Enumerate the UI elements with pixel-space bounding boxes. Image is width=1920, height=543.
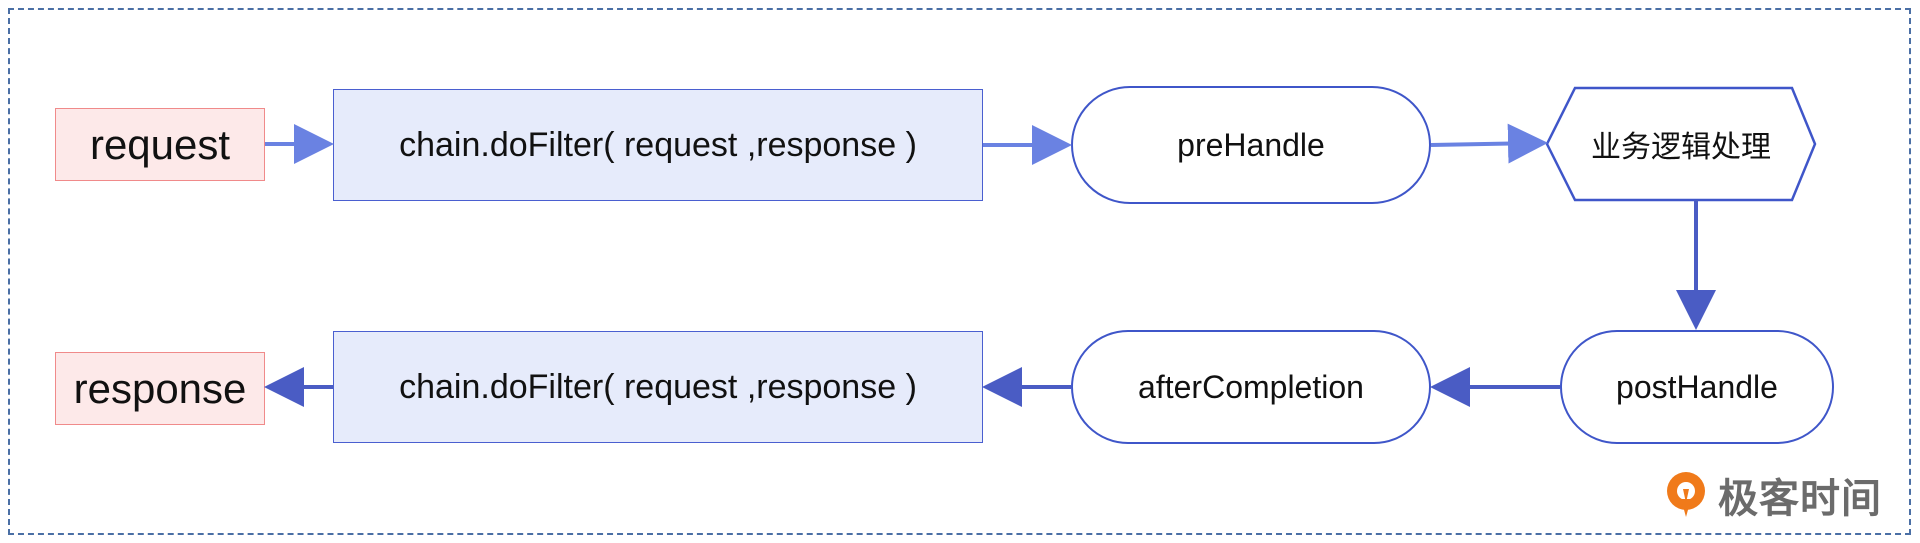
filter-node-top: chain.doFilter( request ,response ) (333, 89, 983, 201)
geektime-logo-icon (1667, 472, 1705, 517)
aftercompletion-node: afterCompletion (1071, 330, 1431, 444)
diagram-frame (8, 8, 1911, 535)
filter-node-bottom: chain.doFilter( request ,response ) (333, 331, 983, 443)
posthandle-node: postHandle (1560, 330, 1834, 444)
business-logic-label: 业务逻辑处理 (1591, 130, 1771, 165)
request-node: request (55, 108, 265, 181)
response-node: response (55, 352, 265, 425)
prehandle-node: preHandle (1071, 86, 1431, 204)
brand-watermark: 极客时间 (1662, 466, 1882, 524)
brand-text: 极客时间 (1718, 476, 1882, 522)
arrow-prehandle-to-logic (1430, 123, 1548, 164)
